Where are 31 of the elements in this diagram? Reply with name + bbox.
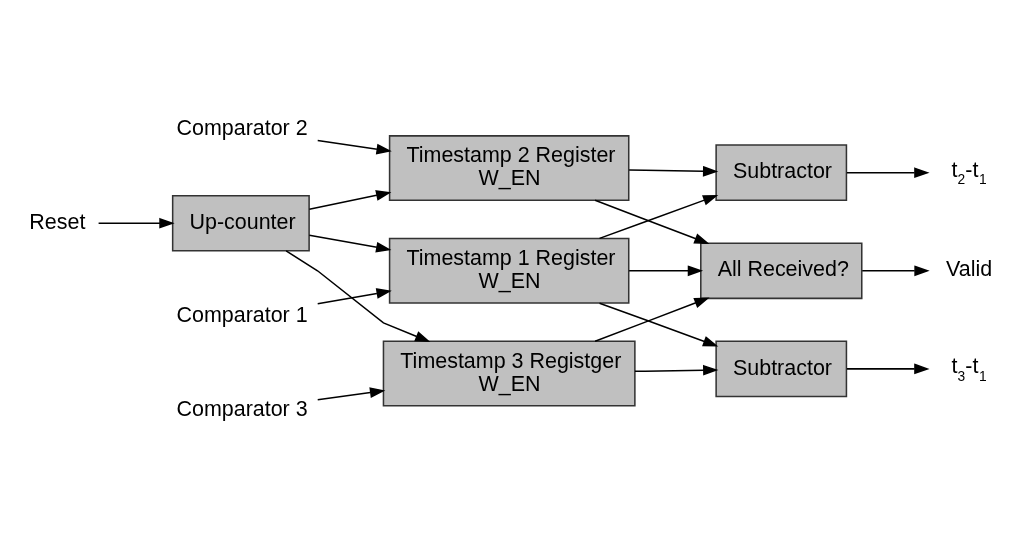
node-text: Comparator 1	[176, 302, 308, 327]
arrow	[316, 139, 392, 154]
arrow	[97, 217, 175, 229]
arrow	[285, 249, 431, 342]
node-text: Reset	[29, 209, 86, 234]
arrow	[628, 264, 704, 276]
arrow	[861, 264, 930, 276]
node-box: Timestamp 2 Register W_EN	[388, 134, 630, 201]
arrow	[594, 199, 710, 244]
node-text: Comparator 3	[176, 396, 308, 421]
node-box: Subtractor	[715, 143, 848, 201]
arrow	[594, 297, 710, 342]
node-text: t$_{3}$-t$_{1}$	[951, 353, 987, 384]
node-text: Comparator 2	[176, 115, 308, 140]
node-box: Timestamp 1 Register W_EN	[388, 237, 630, 304]
arrow	[846, 363, 930, 374]
arrow	[628, 165, 719, 177]
arrow	[316, 386, 386, 401]
node-box: Subtractor	[715, 340, 848, 397]
arrow	[598, 194, 719, 239]
node-box: Up-counter	[171, 194, 310, 252]
arrow	[634, 364, 719, 376]
arrow	[598, 301, 719, 346]
arrow	[308, 233, 392, 252]
node-text: Valid	[946, 256, 993, 281]
node-text: t$_{2}$-t$_{1}$	[951, 157, 987, 187]
arrow	[316, 287, 392, 304]
arrow	[846, 166, 930, 178]
node-box: Timestamp 3 Registger W_EN	[382, 340, 636, 406]
node-box: All Received?	[700, 241, 863, 299]
arrow	[308, 189, 392, 210]
